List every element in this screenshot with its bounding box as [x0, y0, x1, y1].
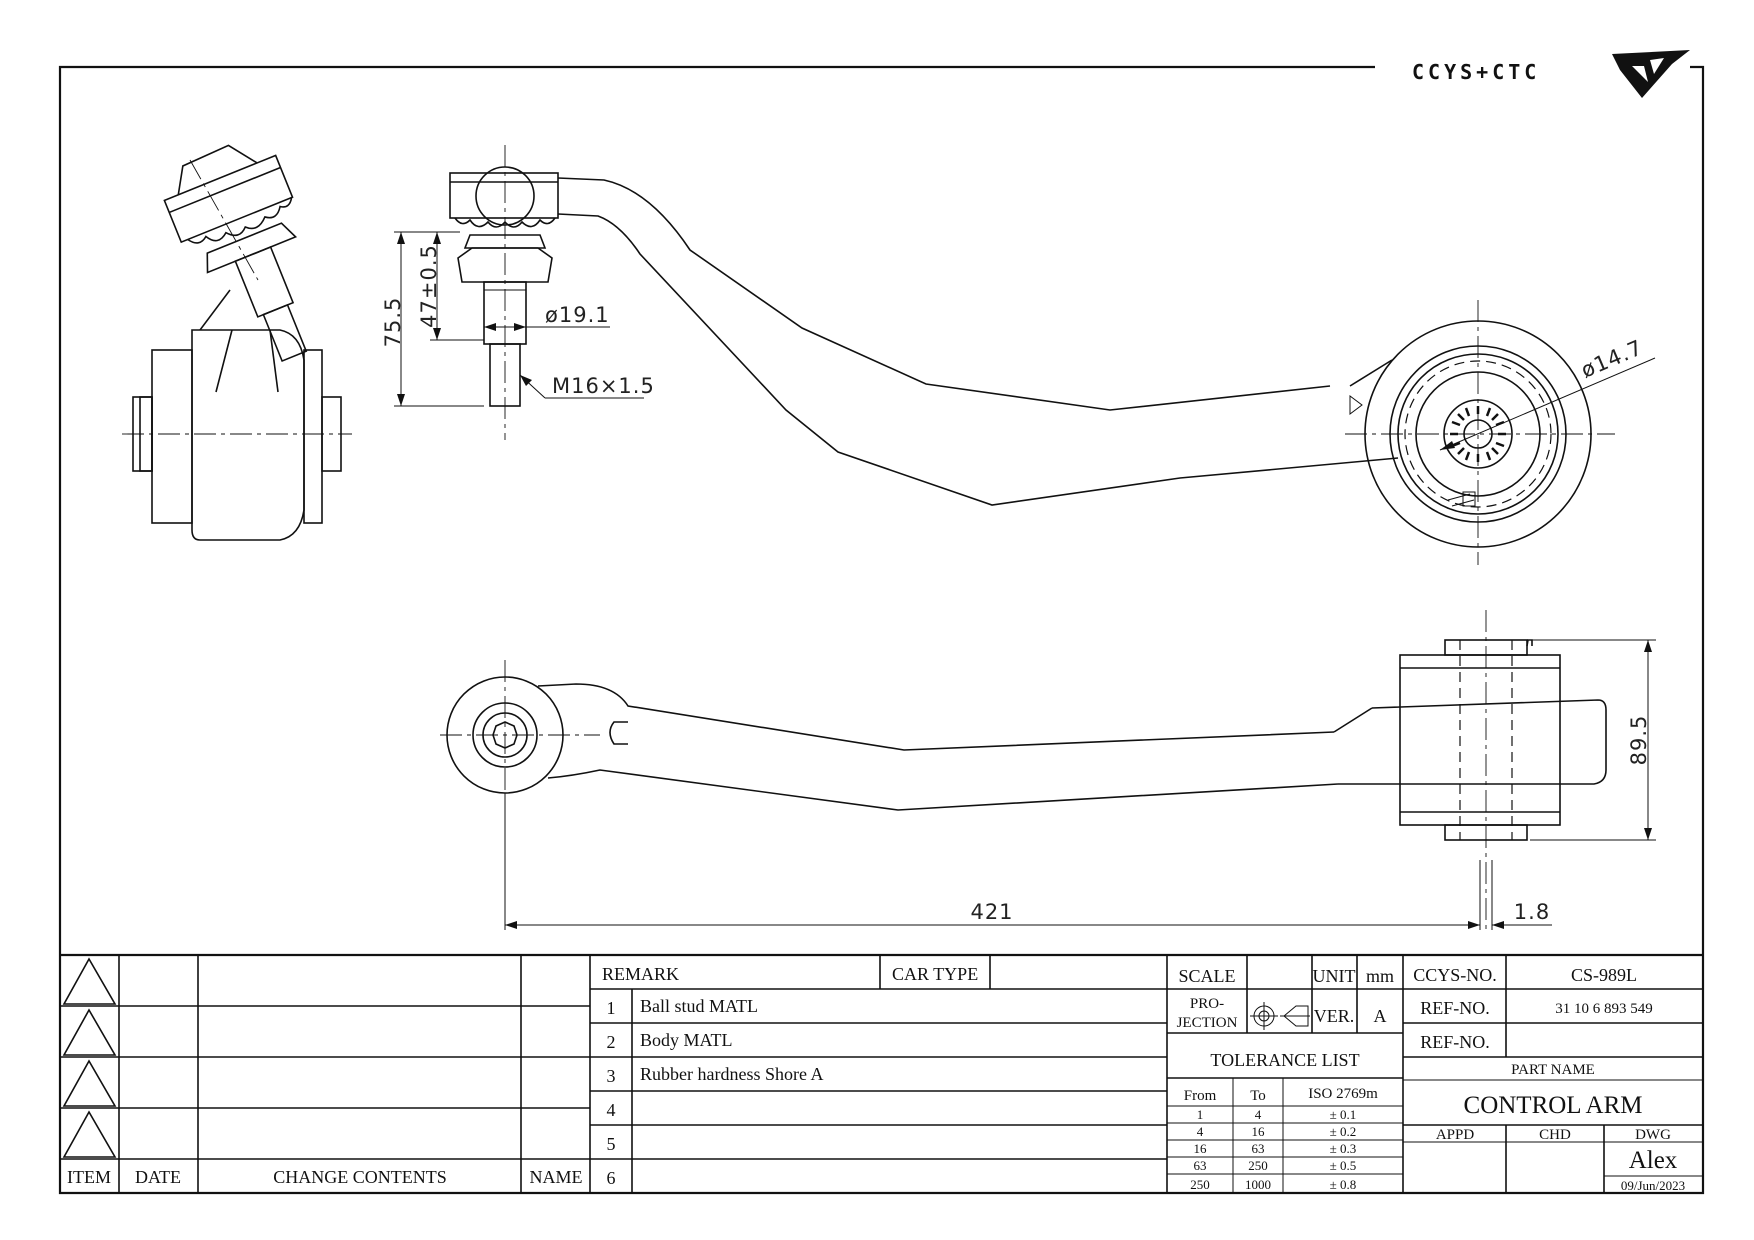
- tol-cell: 4: [1197, 1124, 1204, 1139]
- projection-symbol-icon: [1250, 1002, 1310, 1030]
- rev-header-item: ITEM: [67, 1167, 111, 1187]
- revision-triangle-icon: [62, 1008, 117, 1056]
- scale-label: SCALE: [1178, 966, 1235, 986]
- logo-text: CCYS+CTC: [1412, 60, 1540, 84]
- remark-text-1: Ball stud MATL: [640, 996, 758, 1016]
- revision-triangle-icon: [62, 1110, 117, 1158]
- part-block: CCYS-NO. CS-989L REF-NO. 31 10 6 893 549…: [1403, 955, 1703, 1193]
- dim-89-5: 89.5: [1627, 715, 1651, 766]
- ref-no-label: REF-NO.: [1420, 998, 1490, 1018]
- dim-75-5: 75.5: [381, 297, 405, 348]
- projection-label-1: PRO-: [1190, 996, 1224, 1012]
- rev-header-date: DATE: [135, 1167, 181, 1187]
- tol-cell: 1000: [1245, 1177, 1271, 1192]
- tol-header-iso: ISO 2769m: [1308, 1086, 1378, 1102]
- revision-triangle-icon: [62, 1059, 117, 1107]
- ref-no-value: 31 10 6 893 549: [1555, 1001, 1653, 1017]
- tol-cell: ± 0.8: [1330, 1177, 1357, 1192]
- unit-label: UNIT: [1313, 966, 1356, 986]
- remark-label: REMARK: [602, 964, 679, 984]
- car-type-label: CAR TYPE: [892, 964, 978, 984]
- ver-value: A: [1374, 1006, 1387, 1026]
- top-view: [449, 145, 1615, 565]
- appd-label: APPD: [1436, 1127, 1475, 1143]
- tol-cell: 250: [1248, 1158, 1268, 1173]
- remark-no-4: 4: [607, 1100, 616, 1120]
- revision-triangle-icon: [62, 957, 117, 1005]
- drawing-date: 09/Jun/2023: [1621, 1178, 1685, 1193]
- tolerance-title: TOLERANCE LIST: [1210, 1050, 1359, 1070]
- ccys-no-value: CS-989L: [1571, 965, 1637, 985]
- remark-text-2: Body MATL: [640, 1030, 733, 1050]
- chd-label: CHD: [1539, 1127, 1571, 1143]
- tol-cell: 4: [1255, 1107, 1262, 1122]
- remarks-block: REMARK CAR TYPE 1 Ball stud MATL 2 Body …: [590, 955, 1168, 1193]
- tol-cell: 16: [1252, 1124, 1266, 1139]
- title-block: ITEM DATE CHANGE CONTENTS NAME REMARK CA…: [60, 953, 1703, 1193]
- dim-thread-m16: M16×1.5: [552, 374, 655, 398]
- logo-emblem-icon: [1612, 50, 1690, 98]
- remark-no-2: 2: [607, 1032, 616, 1052]
- tol-cell: 250: [1190, 1177, 1210, 1192]
- tol-cell: ± 0.1: [1330, 1107, 1357, 1122]
- dwg-label: DWG: [1635, 1127, 1671, 1143]
- company-logo: CCYS+CTC: [1412, 50, 1690, 98]
- rev-header-name: NAME: [530, 1167, 583, 1187]
- tol-header-to: To: [1250, 1088, 1266, 1104]
- dim-dia-14-7: ø14.7: [1578, 335, 1647, 382]
- side-view-left: [122, 144, 352, 541]
- unit-value: mm: [1366, 966, 1394, 986]
- tol-cell: 63: [1252, 1141, 1265, 1156]
- dim-421: 421: [970, 900, 1013, 924]
- tol-cell: 63: [1194, 1158, 1207, 1173]
- ver-label: VER.: [1314, 1006, 1355, 1026]
- tol-cell: ± 0.3: [1330, 1141, 1357, 1156]
- ref-no-2-label: REF-NO.: [1420, 1032, 1490, 1052]
- dim-dia-19-1: ø19.1: [545, 303, 610, 327]
- info-block: SCALE UNIT mm PRO- JECTION VER. A TOLERA…: [1167, 955, 1404, 1193]
- ccys-no-label: CCYS-NO.: [1413, 965, 1497, 985]
- part-name-label: PART NAME: [1511, 1062, 1595, 1078]
- revision-block: ITEM DATE CHANGE CONTENTS NAME: [60, 955, 591, 1193]
- remark-no-6: 6: [607, 1168, 616, 1188]
- rev-header-change: CHANGE CONTENTS: [273, 1167, 447, 1187]
- drawing-frame: [58, 65, 1705, 1195]
- remark-no-5: 5: [607, 1134, 616, 1154]
- tol-cell: 1: [1197, 1107, 1204, 1122]
- drawn-by: Alex: [1629, 1147, 1678, 1174]
- remark-text-3: Rubber hardness Shore A: [640, 1064, 823, 1084]
- tol-header-from: From: [1184, 1088, 1217, 1104]
- part-name-value: CONTROL ARM: [1464, 1092, 1643, 1119]
- tol-cell: ± 0.2: [1330, 1124, 1357, 1139]
- remark-no-3: 3: [607, 1066, 616, 1086]
- front-view: [440, 610, 1607, 930]
- projection-label-2: JECTION: [1177, 1015, 1238, 1031]
- dim-47: 47±0.5: [417, 244, 441, 328]
- tol-cell: ± 0.5: [1330, 1158, 1357, 1173]
- remark-no-1: 1: [607, 998, 616, 1018]
- dim-1-8: 1.8: [1514, 900, 1550, 924]
- tol-cell: 16: [1194, 1141, 1208, 1156]
